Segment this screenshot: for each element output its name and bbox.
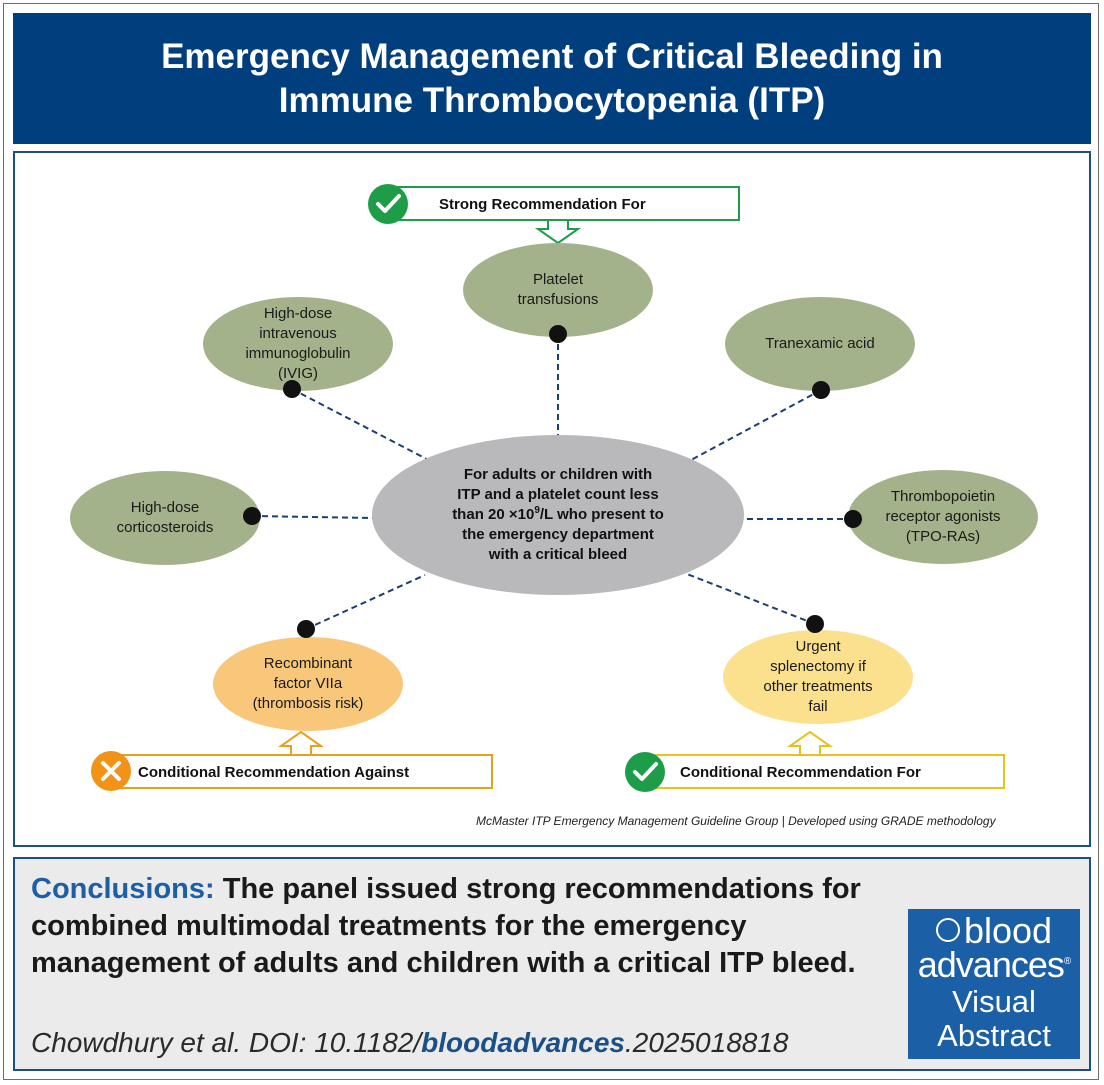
node-ivig	[203, 297, 393, 391]
conditional-for-box	[653, 754, 1005, 789]
connector-ivig	[291, 388, 441, 467]
credit-line: McMaster ITP Emergency Management Guidel…	[476, 814, 996, 828]
dot-corticosteroids	[243, 507, 261, 525]
citation-suffix: .2025018818	[624, 1027, 789, 1058]
node-corticosteroids	[70, 471, 260, 565]
logo-registered: ®	[1063, 956, 1071, 967]
connector-factor7	[305, 574, 426, 630]
node-tpo-ras	[848, 470, 1038, 564]
dot-txa	[812, 381, 830, 399]
logo-visual: Visual	[952, 984, 1036, 1019]
citation: Chowdhury et al. DOI: 10.1182/bloodadvan…	[31, 1027, 789, 1059]
citation-journal: bloodadvances	[421, 1027, 625, 1058]
dot-factor7	[297, 620, 315, 638]
conditional-for-arrow	[786, 730, 834, 756]
title-line-1: Emergency Management of Critical Bleedin…	[161, 36, 943, 76]
citation-prefix: Chowdhury et al. DOI: 10.1182/	[31, 1027, 422, 1058]
node-platelet-transfusions	[463, 243, 653, 337]
logo-advances: advances	[917, 944, 1065, 985]
diagram-canvas	[70, 184, 1038, 792]
connector-corticosteroids	[251, 515, 374, 519]
x-icon-conditional-against	[91, 751, 131, 791]
check-icon-strong	[368, 184, 408, 224]
check-icon-conditional-for	[625, 752, 665, 792]
title-line-2: Immune Thrombocytopenia (ITP)	[278, 80, 826, 120]
dot-tpo	[844, 510, 862, 528]
seal-icon	[935, 918, 960, 943]
logo-blood: blood	[963, 910, 1053, 951]
blood-advances-logo: blood advances® Visual Abstract	[908, 909, 1080, 1059]
conclusion-label: Conclusions:	[31, 873, 215, 905]
label-txa: Tranexamic acid	[765, 335, 875, 352]
strong-for-arrow	[534, 219, 582, 245]
outer-frame	[3, 3, 1099, 1080]
dot-splenectomy	[806, 615, 824, 633]
conclusion-body: The panel issued strong recommendations …	[31, 873, 861, 979]
conditional-against-arrow	[277, 730, 325, 756]
node-tranexamic-acid	[725, 297, 915, 391]
strong-for-box	[390, 186, 740, 221]
conclusion-panel: Conclusions: The panel issued strong rec…	[13, 857, 1091, 1071]
node-splenectomy	[723, 630, 913, 724]
connector-txa	[679, 389, 822, 467]
conditional-against-label: Conditional Recommendation Against	[138, 763, 410, 781]
conclusion-text: Conclusions: The panel issued strong rec…	[31, 871, 931, 982]
title-banner: Emergency Management of Critical Bleedin…	[13, 13, 1091, 144]
label-center-population: For adults or children with ITP and a pl…	[452, 466, 664, 563]
connector-splenectomy	[686, 573, 816, 625]
conditional-for-label: Conditional Recommendation For	[680, 763, 921, 781]
dot-ivig	[283, 380, 301, 398]
conditional-against-box	[109, 754, 493, 789]
logo-abstract: Abstract	[937, 1018, 1051, 1053]
node-center-population	[372, 435, 744, 595]
dot-platelet	[549, 325, 567, 343]
strong-for-label: Strong Recommendation For	[439, 195, 646, 213]
node-factor-viia	[213, 637, 403, 731]
